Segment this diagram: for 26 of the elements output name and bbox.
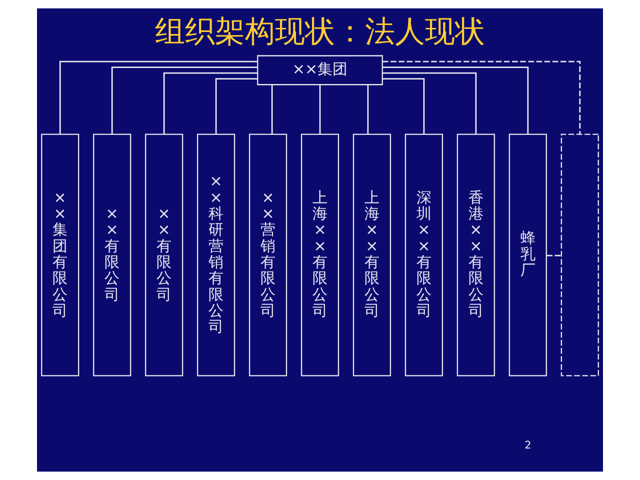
node-box: ××科研营销有限公司 [196, 134, 236, 376]
node-box [560, 134, 599, 376]
node-box: ××有限公司 [145, 134, 184, 376]
node-box: ××集团 [257, 55, 383, 86]
node-box: ××有限公司 [93, 134, 132, 376]
node-box: 香港××有限公司 [456, 134, 495, 376]
connector [382, 66, 529, 134]
connector [111, 66, 258, 134]
connector [163, 72, 258, 134]
connector [382, 72, 477, 134]
node-box: 上海××有限公司 [300, 134, 340, 376]
connector [367, 84, 369, 134]
connector [382, 60, 581, 134]
node-box: 上海××有限公司 [352, 134, 392, 376]
node-box: 深圳××有限公司 [404, 134, 444, 376]
connector [271, 84, 273, 134]
connector [319, 84, 321, 134]
connector [59, 60, 258, 134]
label: 2 [524, 440, 532, 452]
connector [546, 254, 562, 256]
connector [215, 78, 258, 134]
connector [382, 78, 425, 134]
node-box: 蜂乳厂 [508, 134, 547, 376]
node-box: ××营销有限公司 [248, 134, 288, 376]
diagram-title: 组织架构现状：法人现状 [155, 14, 485, 50]
node-box: ××集团有限公司 [41, 134, 80, 376]
